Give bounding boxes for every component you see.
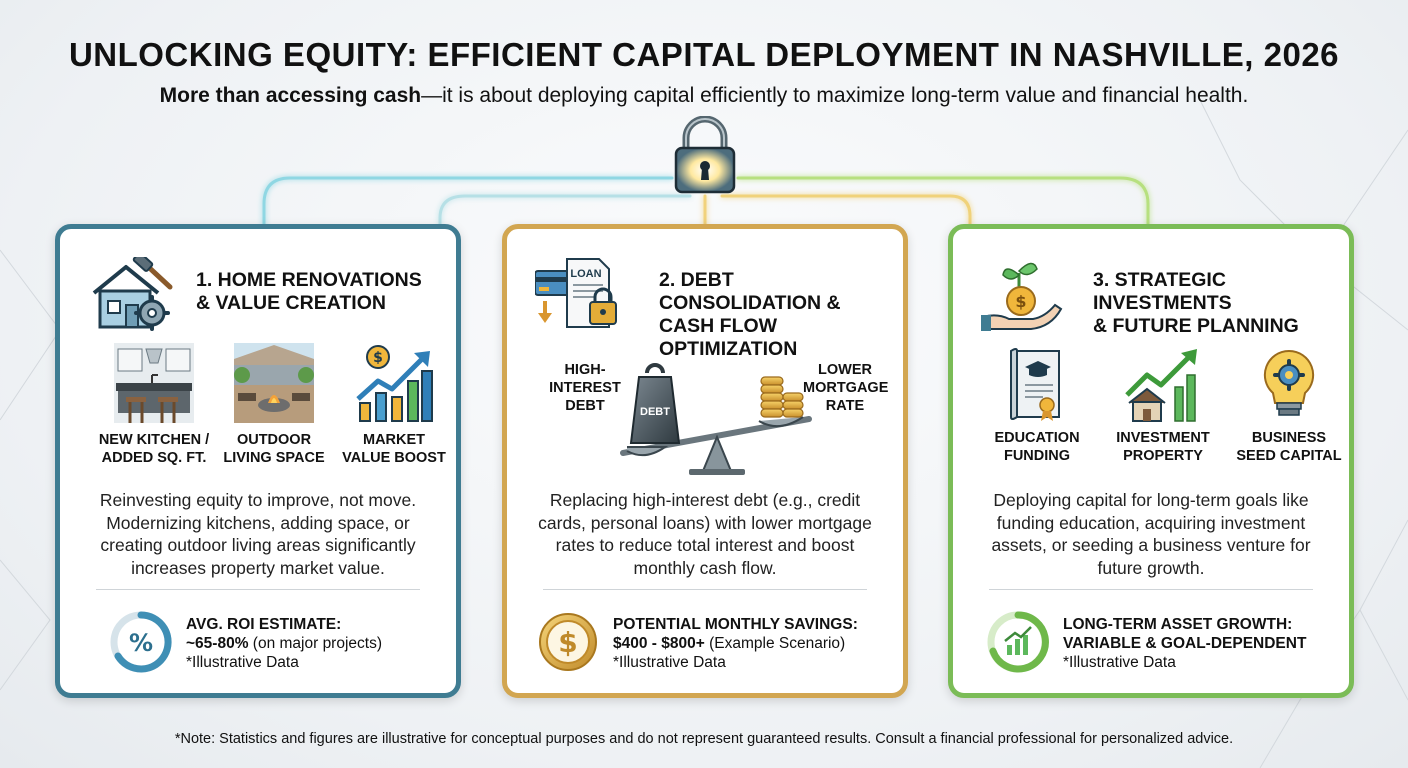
card-strategic-investments: $ 3. STRATEGIC INVESTMENTS & FUTURE PLAN…	[948, 224, 1354, 698]
diploma-icon	[1010, 348, 1060, 421]
card-header: 1. HOME RENOVATIONS & VALUE CREATION	[88, 257, 446, 331]
stat-title: POTENTIAL MONTHLY SAVINGS:	[613, 616, 858, 633]
card-divider	[989, 589, 1313, 590]
stat-value: $400 - $800+ (Example Scenario)	[613, 634, 858, 653]
stat-note: *Illustrative Data	[613, 654, 726, 671]
loan-label: LOAN	[570, 268, 601, 280]
dollar-coin-icon: $	[539, 613, 597, 671]
growth-chart-badge-icon	[987, 611, 1049, 673]
stat-value: VARIABLE & GOAL-DEPENDENT	[1063, 634, 1306, 653]
sub-items: NEW KITCHEN / ADDED SQ. FT. OUTDOOR LIVI…	[80, 341, 446, 471]
stat-text: LONG-TERM ASSET GROWTH: VARIABLE & GOAL-…	[1063, 615, 1306, 672]
sub-item-market: $ MARKET VALUE BOOST	[334, 341, 454, 467]
lightbulb-gear-icon	[1263, 349, 1315, 416]
card-description: Replacing high-interest debt (e.g., cred…	[538, 490, 872, 578]
stat-note: *Illustrative Data	[1063, 654, 1176, 671]
hand-coin-plant-icon: $	[981, 262, 1063, 331]
stat-text: AVG. ROI ESTIMATE: ~65-80% (on major pro…	[186, 615, 382, 672]
high-interest-label: HIGH- INTEREST DEBT	[549, 362, 621, 414]
weight-label: DEBT	[640, 406, 670, 418]
card-description: Reinvesting equity to improve, not move.…	[99, 490, 417, 578]
card-stat: $ POTENTIAL MONTHLY SAVINGS: $400 - $800…	[537, 609, 893, 679]
footnote: *Note: Statistics and figures are illust…	[174, 731, 1234, 747]
stat-title: LONG-TERM ASSET GROWTH:	[1063, 616, 1293, 633]
stat-title: AVG. ROI ESTIMATE:	[186, 616, 342, 633]
balance-scale-icon: DEBT	[620, 363, 812, 475]
card-divider	[96, 589, 420, 590]
card-description: Deploying capital for long-term goals li…	[991, 490, 1311, 578]
card-header: $ 3. STRATEGIC INVESTMENTS & FUTURE PLAN…	[981, 257, 1339, 337]
card-title: 1. HOME RENOVATIONS & VALUE CREATION	[196, 269, 422, 314]
svg-text:$: $	[1015, 292, 1026, 311]
debt-scale: HIGH- INTEREST DEBT LOWER MORTGAGE RATE …	[527, 349, 888, 479]
svg-text:$: $	[558, 626, 577, 659]
stat-note: *Illustrative Data	[186, 654, 299, 671]
svg-text:$: $	[373, 350, 383, 366]
sub-item-label: INVESTMENT PROPERTY	[1116, 430, 1210, 464]
subtitle-rest: —it is about deploying capital efficient…	[421, 84, 1249, 107]
sub-item-label: BUSINESS SEED CAPITAL	[1236, 430, 1342, 464]
sub-item-label: EDUCATION FUNDING	[994, 430, 1080, 464]
sub-item-business: BUSINESS SEED CAPITAL	[1229, 347, 1349, 465]
growth-chart-icon: $	[356, 345, 433, 422]
percent-icon: %	[110, 611, 172, 673]
kitchen-icon	[114, 343, 194, 423]
card-title: 2. DEBT CONSOLIDATION & CASH FLOW OPTIMI…	[659, 269, 841, 360]
sub-item-label: MARKET VALUE BOOST	[342, 432, 446, 466]
house-growth-icon	[1125, 349, 1197, 422]
card-stat: LONG-TERM ASSET GROWTH: VARIABLE & GOAL-…	[987, 609, 1339, 679]
loan-document-icon: LOAN	[535, 258, 617, 328]
page-subtitle: More than accessing cash—it is about dep…	[0, 84, 1408, 108]
card-header: LOAN 2. DEBT CONSOLIDATION & CASH FLOW O…	[535, 257, 893, 360]
card-divider	[543, 589, 867, 590]
outdoor-patio-icon	[234, 343, 314, 423]
stat-text: POTENTIAL MONTHLY SAVINGS: $400 - $800+ …	[613, 615, 858, 672]
card-debt-consolidation: LOAN 2. DEBT CONSOLIDATION & CASH FLOW O…	[502, 224, 908, 698]
page-title: UNLOCKING EQUITY: EFFICIENT CAPITAL DEPL…	[68, 36, 1340, 73]
stat-value-bold: $400 - $800+	[613, 635, 705, 652]
stat-value-rest: (on major projects)	[248, 635, 382, 652]
stat-value-bold: ~65-80%	[186, 635, 249, 652]
house-tools-icon	[92, 257, 173, 331]
padlock-icon	[674, 116, 736, 194]
stat-value-rest: (Example Scenario)	[704, 635, 846, 652]
sub-item-label: NEW KITCHEN / ADDED SQ. FT.	[98, 432, 210, 466]
stat-value-bold: VARIABLE & GOAL-DEPENDENT	[1063, 635, 1307, 652]
card-title: 3. STRATEGIC INVESTMENTS & FUTURE PLANNI…	[1093, 269, 1299, 337]
lower-rate-label: LOWER MORTGAGE RATE	[803, 362, 889, 414]
sub-item-label: OUTDOOR LIVING SPACE	[223, 432, 325, 466]
sub-item-education: EDUCATION FUNDING	[977, 347, 1097, 465]
card-home-renovations: 1. HOME RENOVATIONS & VALUE CREATION NEW…	[55, 224, 461, 698]
sub-item-kitchen: NEW KITCHEN / ADDED SQ. FT.	[94, 341, 214, 467]
sub-item-outdoor: OUTDOOR LIVING SPACE	[214, 341, 334, 467]
card-stat: % AVG. ROI ESTIMATE: ~65-80% (on major p…	[110, 609, 446, 679]
sub-items: EDUCATION FUNDING INVESTMENT PROPERTY	[973, 347, 1342, 477]
svg-text:%: %	[129, 629, 153, 657]
stat-value: ~65-80% (on major projects)	[186, 634, 382, 653]
subtitle-bold: More than accessing cash	[159, 84, 422, 107]
sub-item-investment-property: INVESTMENT PROPERTY	[1103, 347, 1223, 465]
